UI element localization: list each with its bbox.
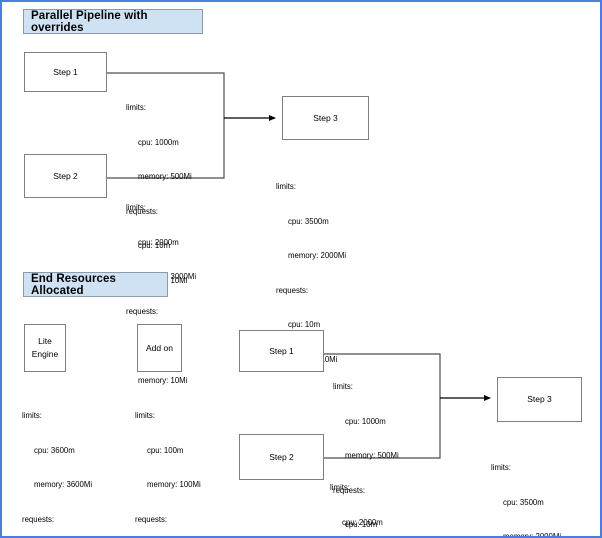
spec-top-step1-requests-label: requests:: [126, 206, 159, 216]
node-add-on[interactable]: Add on: [137, 324, 182, 372]
spec-bottom-step3-limits-label: limits:: [491, 463, 511, 473]
spec-top-step1-limits-cpu: cpu: 1000m: [138, 137, 179, 147]
spec-top-step2-limits-label: limits:: [126, 203, 146, 213]
spec-bottom-step1-requests-cpu: cpu: 10m: [345, 520, 378, 530]
spec-add-on-limits-cpu: cpu: 100m: [147, 445, 184, 455]
spec-bottom-step1: limits: cpu: 1000m memory: 500Mi request…: [333, 358, 399, 536]
node-bottom-step1[interactable]: Step 1: [239, 330, 324, 372]
spec-top-step3-limits-cpu: cpu: 3500m: [288, 216, 329, 226]
section-title-end-resources: End Resources Allocated: [23, 272, 168, 297]
node-lite-engine[interactable]: Lite Engine: [24, 324, 66, 372]
spec-bottom-step1-limits-memory: memory: 500Mi: [345, 451, 399, 461]
spec-top-step2-limits-cpu: cpu: 2000m: [138, 237, 179, 247]
section-title-parallel-pipeline-label: Parallel Pipeline with overrides: [31, 9, 148, 34]
section-title-parallel-pipeline: Parallel Pipeline with overrides: [23, 9, 203, 34]
spec-top-step3-requests-cpu: cpu: 10m: [288, 320, 321, 330]
spec-lite-engine-limits-label: limits:: [22, 411, 42, 421]
node-add-on-label: Add on: [146, 342, 173, 353]
node-bottom-step3[interactable]: Step 3: [497, 377, 582, 422]
spec-add-on-limits-label: limits:: [135, 411, 155, 421]
spec-bottom-step3-limits-memory: memory: 2000Mi: [503, 532, 562, 538]
spec-add-on-requests-label: requests:: [135, 514, 168, 524]
node-bottom-step1-label: Step 1: [269, 345, 294, 356]
spec-top-step3-requests-label: requests:: [276, 285, 309, 295]
spec-top-step1-limits-label: limits:: [126, 103, 146, 113]
spec-top-step2-requests-label: requests:: [126, 306, 159, 316]
section-title-end-resources-label: End Resources Allocated: [31, 272, 117, 297]
node-lite-engine-label-line2: Engine: [31, 349, 59, 359]
node-top-step3-label: Step 3: [313, 112, 338, 123]
node-bottom-step3-label: Step 3: [527, 394, 552, 405]
spec-bottom-step2-limits-label: limits:: [330, 483, 350, 493]
spec-bottom-step2: limits: cpu: 2000m memory: 3000Mi reques…: [330, 459, 400, 536]
spec-top-step1-limits-memory: memory: 500Mi: [138, 172, 192, 182]
node-lite-engine-label-line1: Lite: [38, 336, 52, 347]
spec-bottom-step3-limits-cpu: cpu: 3500m: [503, 497, 544, 507]
spec-top-step2-requests-memory: memory: 10Mi: [138, 376, 188, 386]
spec-bottom-step1-limits-cpu: cpu: 1000m: [345, 416, 386, 426]
node-bottom-step2[interactable]: Step 2: [239, 434, 324, 480]
spec-lite-engine-requests-label: requests:: [22, 514, 55, 524]
node-top-step1[interactable]: Step 1: [24, 52, 107, 92]
spec-top-step3-limits-memory: memory: 2000Mi: [288, 251, 347, 261]
spec-bottom-step1-limits-label: limits:: [333, 382, 353, 392]
node-bottom-step2-label: Step 2: [269, 451, 294, 462]
spec-add-on: limits: cpu: 100m memory: 100Mi requests…: [135, 387, 201, 536]
spec-top-step1-requests-cpu: cpu: 10m: [138, 241, 171, 251]
node-top-step2[interactable]: Step 2: [24, 154, 107, 198]
spec-lite-engine-limits-memory: memory: 3600Mi: [34, 480, 93, 490]
spec-top-step3-limits-label: limits:: [276, 182, 296, 192]
spec-add-on-limits-memory: memory: 100Mi: [147, 480, 201, 490]
spec-bottom-step2-limits-cpu: cpu: 2000m: [342, 517, 383, 527]
node-top-step1-label: Step 1: [53, 66, 78, 77]
spec-lite-engine-limits-cpu: cpu: 3600m: [34, 445, 75, 455]
spec-lite-engine: limits: cpu: 3600m memory: 3600Mi reques…: [22, 387, 93, 536]
node-top-step2-label: Step 2: [53, 170, 78, 181]
node-top-step3[interactable]: Step 3: [282, 96, 369, 140]
spec-bottom-step1-requests-label: requests:: [333, 485, 366, 495]
spec-bottom-step3: limits: cpu: 3500m memory: 2000Mi reques…: [491, 439, 562, 538]
